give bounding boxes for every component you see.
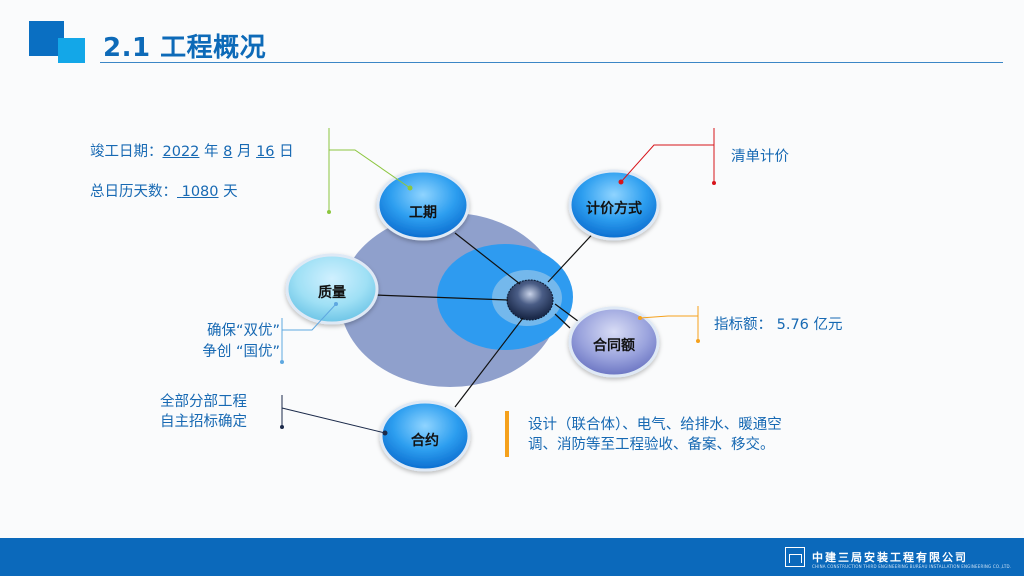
node-quality-label: 质量 [318,285,346,301]
page-title: 2.1 工程概况 [103,33,267,63]
quality-line2: 争创 “国优” [202,344,280,360]
scope-line2: 调、消防等至工程验收、备案、移交。 [528,437,775,453]
node-amount-label: 合同额 [593,338,635,354]
total-days-text: 总日历天数： 1080 天 [90,184,238,200]
company-name: 中建三局安装工程有限公司 [812,551,968,564]
company-logo-icon [785,547,805,567]
quality-line1: 确保“双优” [206,323,280,339]
core-sphere [506,279,554,321]
bubble-amount [568,306,660,378]
node-contract-label: 合约 [411,433,439,449]
bubble-duration [376,169,470,241]
callout-duration [328,128,411,212]
scope-line1: 设计（联合体）、电气、给排水、暖通空 [528,417,782,433]
pricing-text: 清单计价 [731,149,789,165]
callout-amount [639,306,699,341]
completion-date-text: 竣工日期：2022 年 8 月 16 日 [90,144,294,160]
bubble-pricing [568,169,660,241]
callout-contract [281,395,386,434]
contract-line1: 全部分部工程 [160,394,247,410]
bubble-quality [285,253,379,325]
bubble-contract [379,400,471,472]
callout-pricing [620,128,715,183]
header-divider [100,62,1003,63]
scope-accent-bar [505,411,509,457]
overview-diagram [280,128,716,472]
callout-quality [281,303,337,362]
node-pricing-label: 计价方式 [586,201,642,217]
footer-bar [0,538,1024,576]
company-name-en: CHINA CONSTRUCTION THIRD ENGINEERING BUR… [812,564,1012,569]
header-square-light [58,38,85,63]
node-duration-label: 工期 [409,205,437,221]
contract-line2: 自主招标确定 [160,414,247,430]
amount-text: 指标额： 5.76 亿元 [714,317,843,333]
